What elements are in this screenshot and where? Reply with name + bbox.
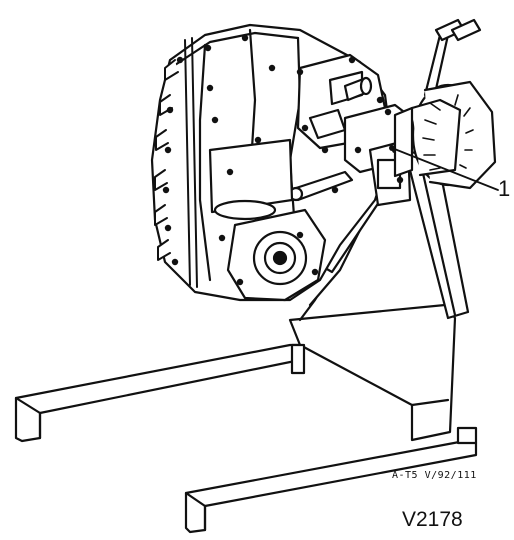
- swivel-head: [393, 80, 497, 190]
- crank-handle: [423, 18, 482, 100]
- output-shaft: [343, 76, 373, 102]
- side-cover: [208, 138, 294, 221]
- swivel-spokes: [422, 94, 474, 171]
- source-reference-code: A-T5 V/92/111: [392, 470, 477, 481]
- callout-leader-line: [389, 145, 499, 191]
- stand-cross-member: [288, 303, 457, 442]
- figure-id: V2178: [402, 508, 463, 531]
- stand-right-foot: [184, 426, 478, 534]
- housing-flange-ribs: [154, 37, 198, 288]
- callout-number: 1: [498, 176, 511, 201]
- stand-left-foot: [14, 343, 302, 443]
